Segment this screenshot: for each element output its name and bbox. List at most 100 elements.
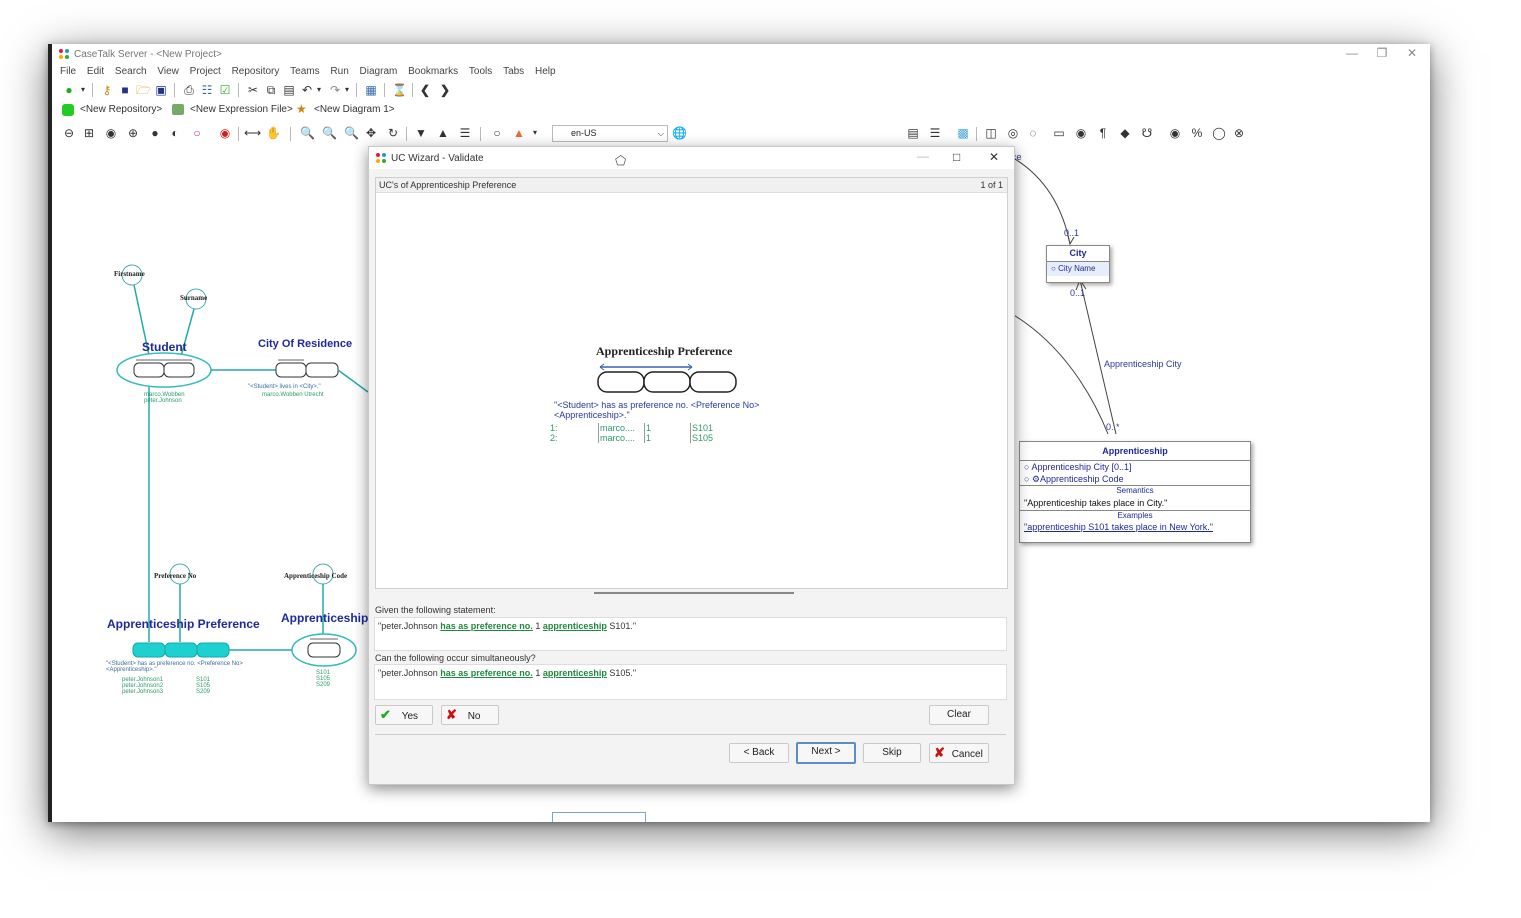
chevron-down-icon: ⌵: [657, 129, 664, 138]
zoom-in-icon[interactable]: 🔍: [300, 126, 315, 140]
pin-icon[interactable]: ◉: [219, 126, 231, 140]
student-role-box-1: [133, 362, 165, 378]
clear-button[interactable]: Clear: [929, 705, 989, 725]
forward-nav-icon[interactable]: ❯: [439, 83, 451, 97]
city-entity-box[interactable]: City ○ City Name: [1046, 245, 1110, 283]
key-icon[interactable]: ⚷: [102, 83, 112, 97]
list-view-icon[interactable]: ☰: [929, 126, 941, 140]
circle-tool-icon[interactable]: ○: [493, 126, 501, 140]
paragraph-icon[interactable]: ¶: [1099, 126, 1107, 140]
given-verb1: has as preference no.: [440, 621, 533, 631]
menu-view[interactable]: View: [157, 66, 179, 77]
apprenticeship-entity-box[interactable]: Apprenticeship ○ Apprenticeship City [0.…: [1019, 441, 1251, 543]
hierarchy-icon[interactable]: ☋: [1141, 126, 1153, 140]
restore-button[interactable]: ❐: [1376, 46, 1388, 60]
menu-file[interactable]: File: [60, 66, 77, 77]
shape-tool-3-icon[interactable]: ◉: [105, 126, 117, 140]
zoom-out-icon[interactable]: 🔍: [322, 126, 337, 140]
menu-tabs[interactable]: Tabs: [503, 66, 525, 77]
back-button[interactable]: < Back: [729, 743, 789, 763]
comment-icon[interactable]: ▩: [957, 126, 969, 140]
undo-dropdown-icon[interactable]: ▾: [316, 85, 321, 94]
move-icon[interactable]: ✥: [365, 126, 377, 140]
cut-icon[interactable]: ✂: [247, 83, 259, 97]
yes-button[interactable]: ✔ Yes: [375, 705, 433, 725]
shape-tool-2-icon[interactable]: ⊞: [83, 126, 95, 140]
target-icon[interactable]: ◉: [1075, 126, 1087, 140]
dialog-close-button[interactable]: ✕: [989, 150, 1000, 164]
next-button[interactable]: Next >: [796, 742, 856, 764]
minimize-button[interactable]: —: [1346, 46, 1358, 60]
globe-icon[interactable]: 🌐: [672, 126, 687, 140]
ring-icon[interactable]: ◎: [1007, 126, 1019, 140]
redo-dropdown-icon[interactable]: ▾: [344, 85, 349, 94]
menu-teams[interactable]: Teams: [290, 66, 320, 77]
open-folder-icon[interactable]: 🗁: [136, 83, 151, 97]
cancel-button[interactable]: ✘ Cancel: [929, 743, 989, 763]
rotate-icon[interactable]: ↻: [387, 126, 399, 140]
dialog-logo-icon: [376, 153, 386, 163]
color-dropdown-icon[interactable]: ▾: [532, 128, 537, 137]
color-picker-icon[interactable]: ▲: [513, 126, 525, 140]
back-nav-icon[interactable]: ❮: [419, 83, 431, 97]
redo-icon[interactable]: ↷: [329, 83, 341, 97]
tab-repository[interactable]: <New Repository>: [80, 104, 163, 115]
print-icon[interactable]: ⎙: [184, 83, 194, 97]
close-button[interactable]: ✕: [1406, 46, 1418, 60]
checklist-icon[interactable]: ☑: [219, 83, 231, 97]
language-select[interactable]: en-US ⌵: [552, 125, 668, 142]
network-icon[interactable]: ☷: [201, 83, 213, 97]
panel-toggle-icon[interactable]: ▤: [907, 126, 919, 140]
tab-expression-file[interactable]: <New Expression File>: [190, 104, 293, 115]
save-icon[interactable]: ▣: [155, 83, 167, 97]
tab-diagram[interactable]: <New Diagram 1>: [314, 104, 395, 115]
panel-splitter[interactable]: [594, 592, 794, 594]
dialog-maximize-button[interactable]: □: [953, 150, 961, 164]
diamond-icon[interactable]: ◆: [1120, 126, 1130, 140]
shape-tool-7-icon[interactable]: ○: [193, 126, 201, 140]
menu-edit[interactable]: Edit: [86, 66, 105, 77]
align-top-icon[interactable]: ▲: [437, 126, 449, 140]
menu-bookmarks[interactable]: Bookmarks: [408, 66, 459, 77]
no-label: No: [467, 711, 481, 722]
menu-diagram[interactable]: Diagram: [359, 66, 398, 77]
undo-icon[interactable]: ↶: [301, 83, 313, 97]
dotted-circle-icon[interactable]: ◌: [1029, 126, 1037, 140]
grid-icon[interactable]: ▦: [365, 83, 377, 97]
app-box-examples: "apprenticeship S101 takes place in New …: [1024, 522, 1214, 532]
menu-repository[interactable]: Repository: [231, 66, 280, 77]
eye-icon[interactable]: ◉: [1169, 126, 1181, 140]
overlap-icon[interactable]: ◯: [1212, 126, 1226, 140]
copy-icon[interactable]: ⧉: [266, 83, 276, 97]
menu-tools[interactable]: Tools: [468, 66, 493, 77]
surname-role-circle: [185, 288, 207, 310]
dropdown-icon[interactable]: ▾: [80, 85, 85, 94]
shape-tool-1-icon[interactable]: ⊖: [63, 126, 75, 140]
menu-run[interactable]: Run: [330, 66, 349, 77]
firstname-label: Firstname: [114, 270, 145, 278]
menu-project[interactable]: Project: [189, 66, 221, 77]
distribute-icon[interactable]: ☰: [459, 126, 471, 140]
save-all-icon[interactable]: ■: [121, 83, 129, 97]
add-icon[interactable]: ●: [65, 83, 73, 97]
hourglass-icon[interactable]: ⌛: [392, 83, 407, 97]
menu-search[interactable]: Search: [114, 66, 147, 77]
shape-tool-5-icon[interactable]: ●: [151, 126, 159, 140]
percent-icon[interactable]: %: [1191, 126, 1203, 140]
align-bottom-icon[interactable]: ▼: [415, 126, 427, 140]
dialog-minimize-button[interactable]: —: [917, 149, 929, 163]
shape-tool-6-icon[interactable]: ◐: [171, 126, 179, 140]
filter-icon[interactable]: ⊗: [1233, 126, 1245, 140]
select-tool-icon[interactable]: ⟷: [244, 126, 262, 140]
skip-button[interactable]: Skip: [863, 743, 921, 763]
zoom-fit-icon[interactable]: 🔍: [344, 126, 359, 140]
link-icon[interactable]: ◫: [985, 126, 997, 140]
paste-icon[interactable]: ▤: [283, 83, 295, 97]
menu-help[interactable]: Help: [534, 66, 556, 77]
no-button[interactable]: ✘ No: [441, 705, 499, 725]
rounded-rect-icon[interactable]: ▭: [1053, 126, 1065, 140]
ap-role-box-1: [132, 642, 166, 658]
hand-tool-icon[interactable]: ✋: [266, 126, 281, 140]
shape-tool-4-icon[interactable]: ⊕: [127, 126, 139, 140]
app-example-3: S209: [316, 682, 331, 688]
